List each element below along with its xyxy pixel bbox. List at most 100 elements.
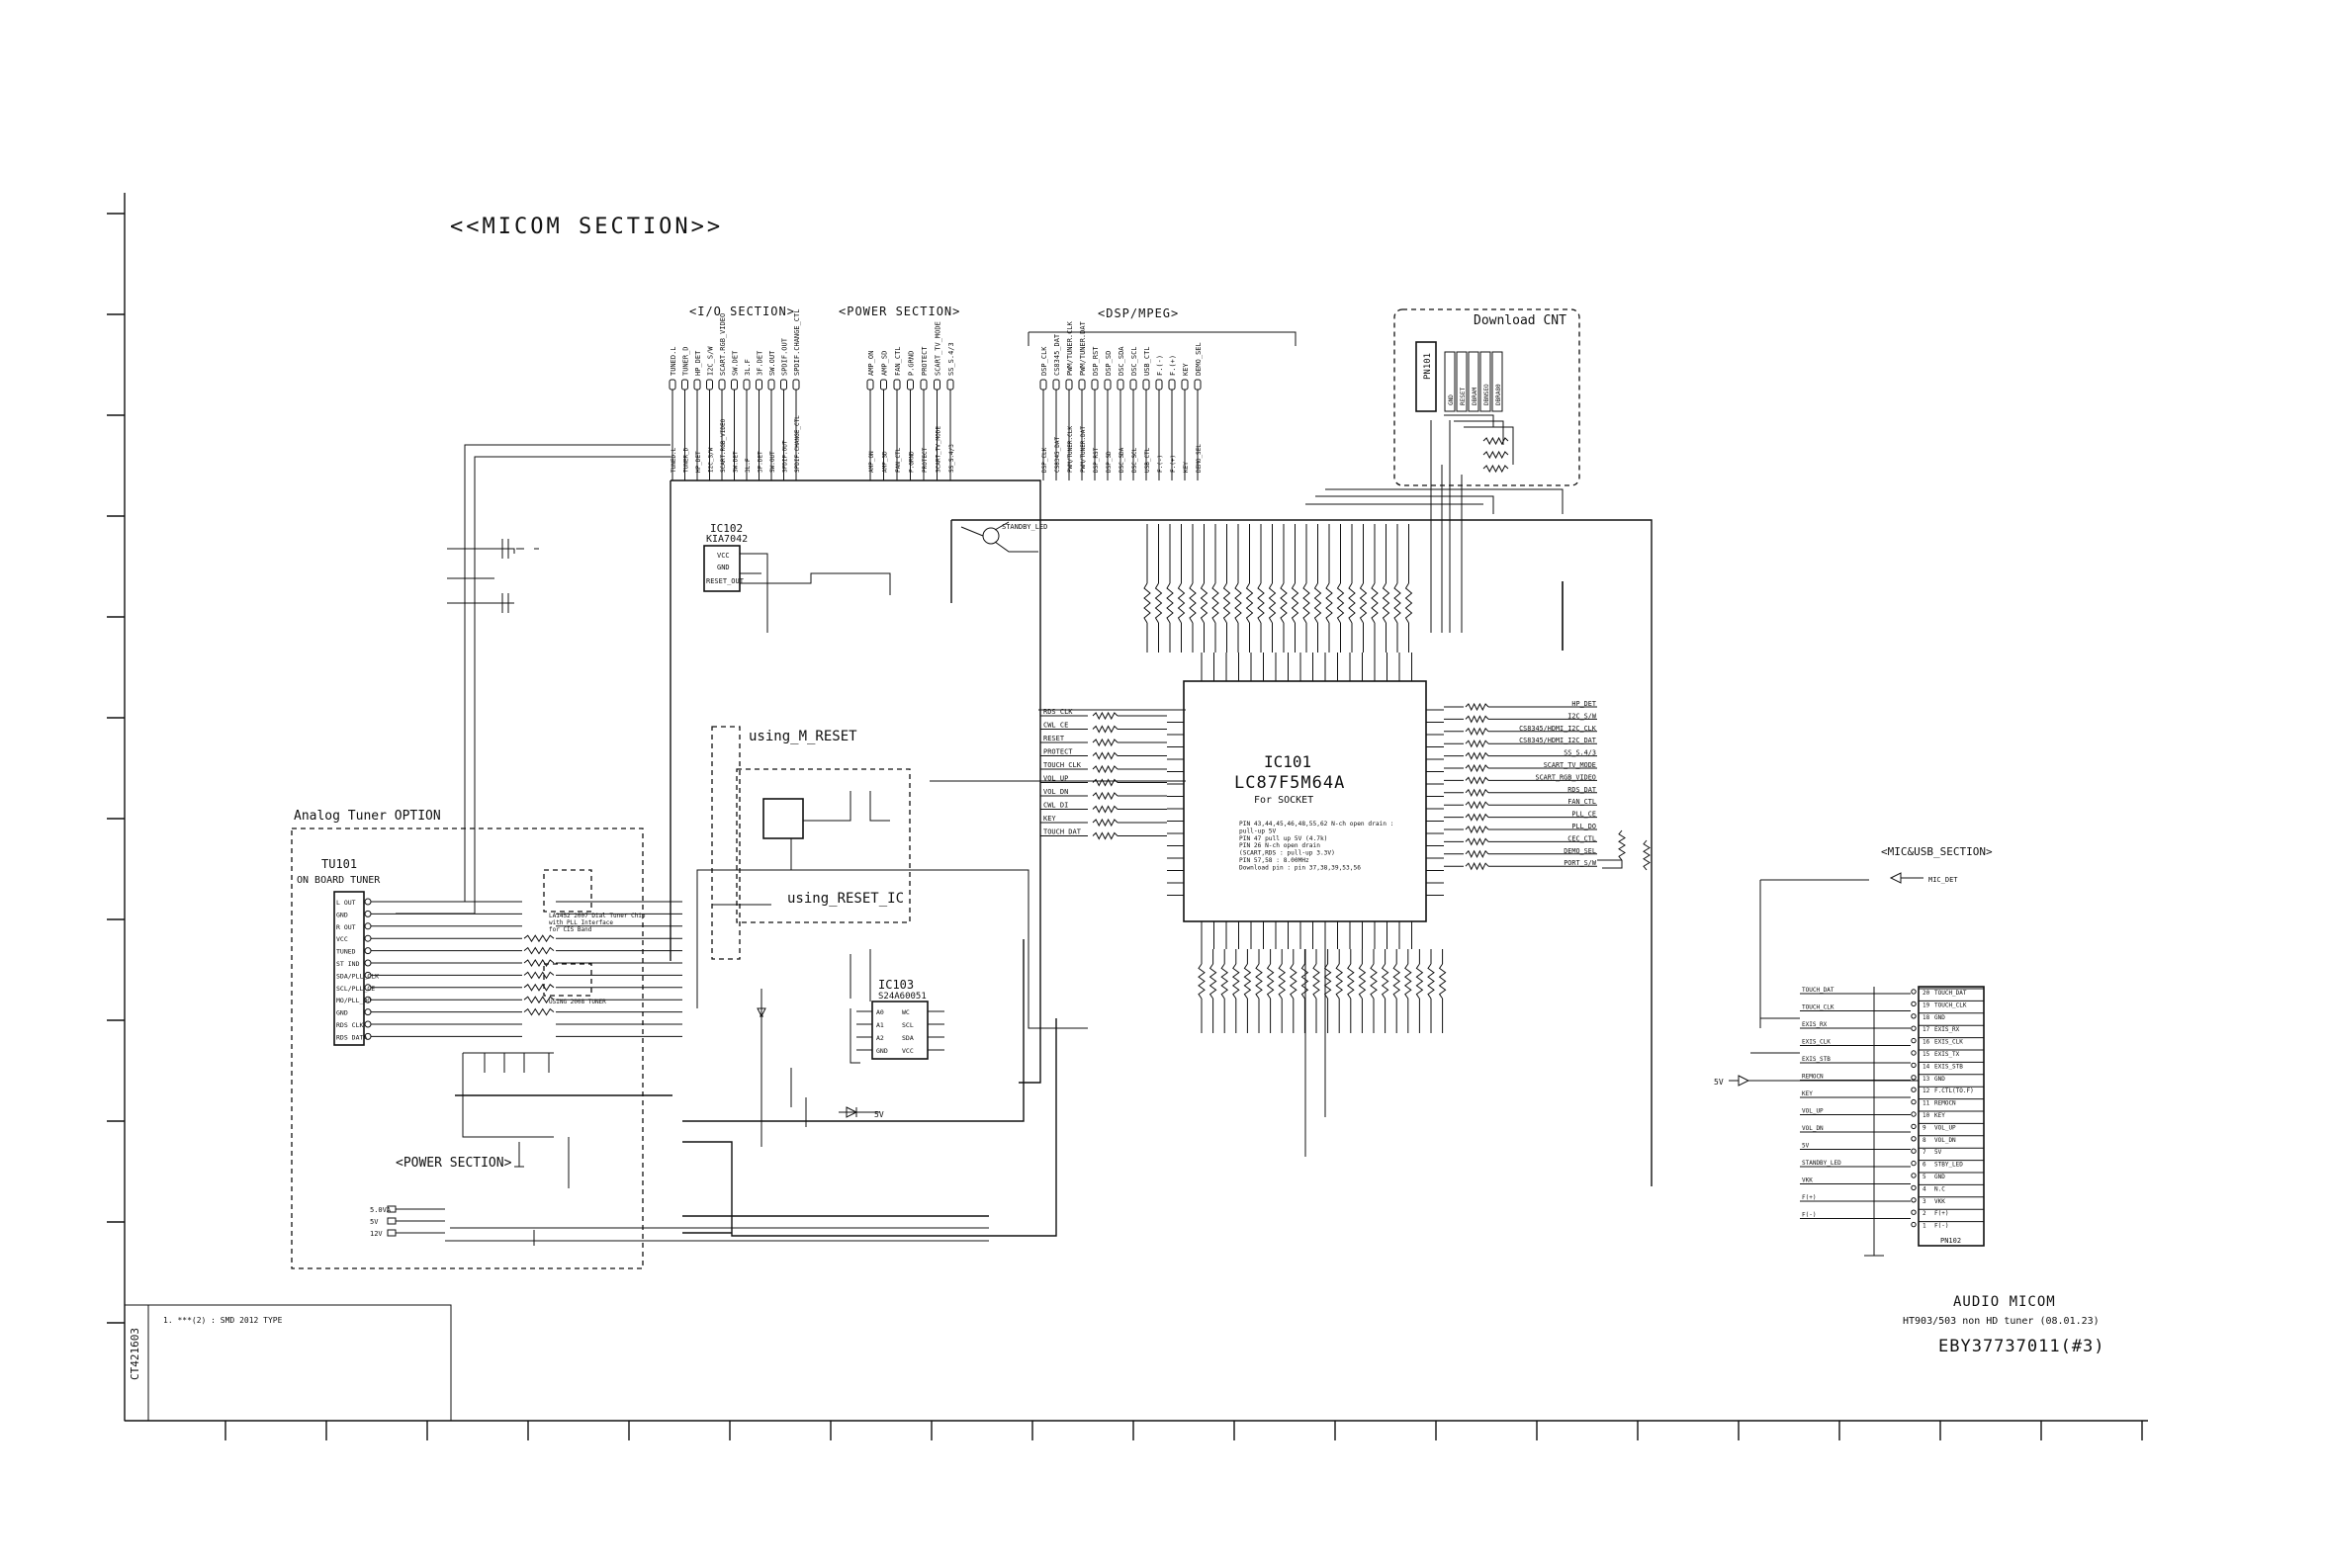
right-output-label: CEC_CTL — [1567, 834, 1596, 842]
svg-text:for CIS Band: for CIS Band — [549, 926, 592, 933]
top-signal-flags: TUNED.LTUNED.LTUNER_DTUNER_DHP_DETHP_DET… — [669, 309, 1203, 480]
pn102-pin-number: 7 — [1923, 1149, 1926, 1156]
signal-label: P.GRND — [909, 451, 916, 473]
resistor — [1465, 825, 1489, 834]
ic101-right-outputs: HP_DETI2C_S/WCS8345/HDMI_I2C_CLKCS8345/H… — [1444, 700, 1651, 871]
resistor — [1313, 582, 1322, 624]
ic101-pins — [1167, 653, 1444, 949]
signal-label: TUNED.L — [671, 447, 677, 473]
power-rail-label: 5.0VA — [370, 1206, 392, 1214]
ic101-note: For SOCKET — [1254, 795, 1313, 806]
signal-label: AMP_ON — [867, 351, 875, 376]
signal-label: DSP_SD — [1105, 351, 1113, 376]
pn101-ref: PN101 — [1423, 353, 1433, 380]
signal-flag — [681, 379, 688, 391]
resistor — [1211, 582, 1219, 624]
pn102-pin-label: VOL_UP — [1934, 1124, 1956, 1131]
resistor — [523, 1007, 555, 1016]
resistor — [1234, 582, 1242, 624]
signal-label: KEY — [1182, 363, 1190, 376]
resistor — [1465, 715, 1489, 724]
tu101-body — [333, 891, 365, 1046]
resistor — [1092, 751, 1118, 760]
ic101-left-inputs: RDS_CLKCWL_CERESETPROTECTTOUCH_CLKVOL_UP… — [1040, 708, 1167, 840]
resistor — [1465, 740, 1489, 748]
left-input-label: CWL_DI — [1043, 802, 1068, 810]
title-block: CT421603 1. ***(2) : SMD 2012 TYPE AUDIO… — [124, 1294, 2104, 1422]
pn102-pin — [1911, 1001, 1917, 1007]
pn102-pin — [1911, 1173, 1917, 1178]
pn102-pin — [1911, 1136, 1917, 1142]
svg-text:RESET_OUT: RESET_OUT — [706, 577, 745, 585]
signal-label: KEY — [1183, 462, 1190, 473]
pn101-pin — [1444, 351, 1456, 412]
ic103-pin-label: WC — [902, 1008, 910, 1016]
pn102-pin — [1911, 1025, 1917, 1031]
pn101-pin-label: DBRA80 — [1495, 384, 1502, 405]
left-top-caps — [447, 539, 539, 613]
resistor — [1300, 963, 1309, 1000]
svg-text:LA1452 2007 Dial Tuner Chip: LA1452 2007 Dial Tuner Chip — [549, 913, 646, 919]
pn102-pin-label: EXIS_CLK — [1934, 1039, 1963, 1046]
mic-usb-label: <MIC&USB_SECTION> — [1881, 845, 1993, 858]
resistor — [1323, 963, 1332, 1000]
tuner-pin — [364, 947, 372, 955]
left-input-label: RESET — [1043, 735, 1065, 742]
pn102-pin-label: STBY_LED — [1934, 1162, 1963, 1169]
resistor — [1465, 751, 1489, 760]
pn102-net-label: STANDBY_LED — [1802, 1160, 1841, 1167]
signal-label: PWM/TUNER.DAT — [1079, 320, 1087, 376]
signal-label: SW.OUT — [769, 451, 776, 473]
tuner-pin-label: RDS CLK — [336, 1021, 363, 1029]
left-input-label: KEY — [1043, 815, 1056, 823]
pn102-pin-number: 2 — [1923, 1210, 1926, 1217]
signal-flag — [780, 379, 787, 391]
right-output-label: HP_DET — [1571, 700, 1596, 708]
resistor — [1392, 963, 1401, 1000]
tuner-pin — [364, 959, 372, 967]
signal-flag — [946, 379, 954, 391]
signal-label: PWM/TUNER.CLK — [1066, 320, 1074, 376]
power-rail-label: 5V — [370, 1218, 379, 1226]
signal-label: DSC_SCL — [1131, 447, 1138, 473]
page-title: <<MICOM SECTION>> — [450, 215, 723, 239]
right-output-label: PORT_S/W — [1564, 859, 1597, 867]
signal-label: AMP_SD — [882, 451, 889, 473]
right-output-label: CS8345/HDMI_I2C_CLK — [1519, 725, 1597, 733]
pn102-net-label: TOUCH_DAT — [1802, 987, 1834, 994]
signal-label: PWM/TUNER.CLK — [1067, 426, 1074, 473]
resistor — [523, 934, 555, 943]
resistor — [1278, 963, 1287, 1000]
signal-label: SPDIF.CHANGE_CTL — [793, 309, 801, 376]
resistor — [1358, 963, 1367, 1000]
svg-text:5V: 5V — [1714, 1078, 1724, 1087]
io-section-label: <I/O SECTION> — [689, 305, 795, 318]
resistor — [1154, 582, 1163, 624]
signal-label: I2C_S/W — [708, 447, 715, 473]
resistor — [1092, 711, 1118, 721]
signal-label: SCART_TV_MODE — [936, 426, 942, 473]
pn102-pin-number: 8 — [1923, 1137, 1926, 1144]
signal-flag — [669, 379, 676, 391]
pn102-pin-number: 10 — [1923, 1112, 1930, 1119]
signal-label: DEMO_SEL — [1196, 444, 1203, 473]
frame-ticks-left — [107, 213, 125, 1324]
signal-flag — [1155, 379, 1163, 391]
signal-label: SPDIF.CHANGE_CTL — [794, 415, 801, 473]
pn102-pin-label: TOUCH_CLK — [1934, 1002, 1967, 1008]
resistor — [1482, 464, 1509, 474]
signal-label: HP_DET — [695, 451, 702, 473]
resistor — [1415, 963, 1424, 1000]
tu101-name: ON BOARD TUNER — [297, 875, 381, 886]
pn102-pin-label: F.CTL(TO.F) — [1934, 1088, 1974, 1094]
ic101-desc-line: PIN 57,58 : 8.00MHz — [1239, 857, 1309, 864]
resistor — [1092, 764, 1118, 774]
pn102-net-label: 5V — [1802, 1143, 1810, 1150]
resistor — [1643, 839, 1651, 871]
tuner-pin — [364, 898, 372, 906]
signal-flag — [693, 379, 701, 391]
